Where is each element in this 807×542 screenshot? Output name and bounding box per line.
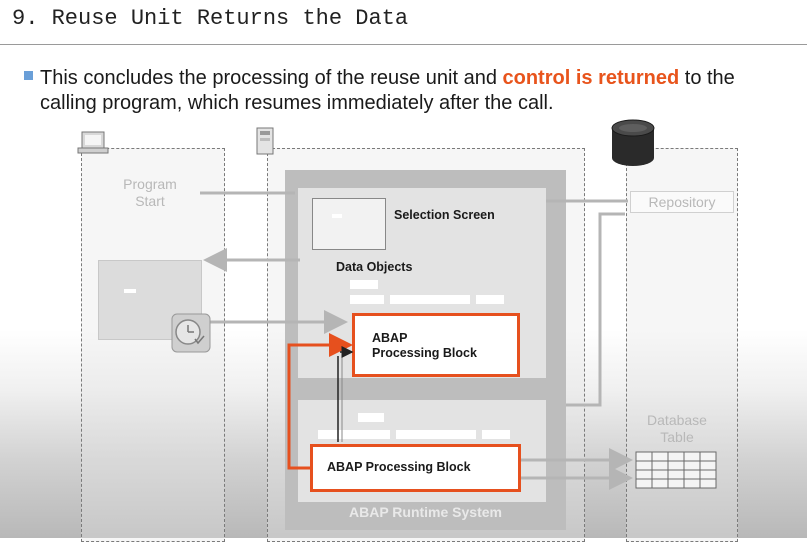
selection-screen-field (332, 214, 342, 218)
data-object-field (390, 295, 470, 304)
processing-block-bottom (310, 444, 521, 492)
selection-screen-box (312, 198, 386, 250)
database-icon (611, 119, 655, 166)
runtime-system-label: ABAP Runtime System (348, 504, 502, 520)
data-object-field (396, 430, 476, 439)
bullet-text-part: to the (679, 67, 735, 89)
clock-icon (171, 313, 211, 353)
processing-block-top-label: ABAP Processing Block (372, 331, 477, 360)
bullet-highlight-text: control is returned (502, 67, 680, 89)
repository-label: Repository (630, 191, 734, 213)
bullet-marker (24, 71, 33, 80)
processing-block-top (352, 313, 520, 377)
data-object-field (350, 280, 378, 289)
selection-screen-label: Selection Screen (394, 208, 495, 222)
data-object-field (476, 295, 504, 304)
data-objects-label: Data Objects (336, 260, 413, 274)
computer-icon (77, 131, 109, 154)
return-control-arrow (287, 333, 353, 470)
data-object-field (350, 295, 384, 304)
data-object-field (358, 413, 384, 422)
table-grid-icon (635, 451, 717, 489)
bullet-text-line2: calling program, which resumes immediate… (40, 92, 554, 114)
database-table-label: Database Table (647, 412, 707, 445)
bullet-text-part: This concludes the processing of the reu… (40, 67, 503, 89)
client-window-field (124, 289, 136, 293)
slide-title: 9. Reuse Unit Returns the Data (12, 6, 409, 31)
program-start-label: Program Start (123, 176, 177, 209)
connector-line (566, 212, 625, 407)
title-divider (0, 44, 807, 45)
data-object-field (482, 430, 510, 439)
server-icon (256, 127, 274, 155)
processing-block-bottom-label: ABAP Processing Block (327, 460, 471, 474)
data-object-field (318, 430, 390, 439)
bullet-text-line1: This concludes the processing of the reu… (40, 67, 735, 90)
